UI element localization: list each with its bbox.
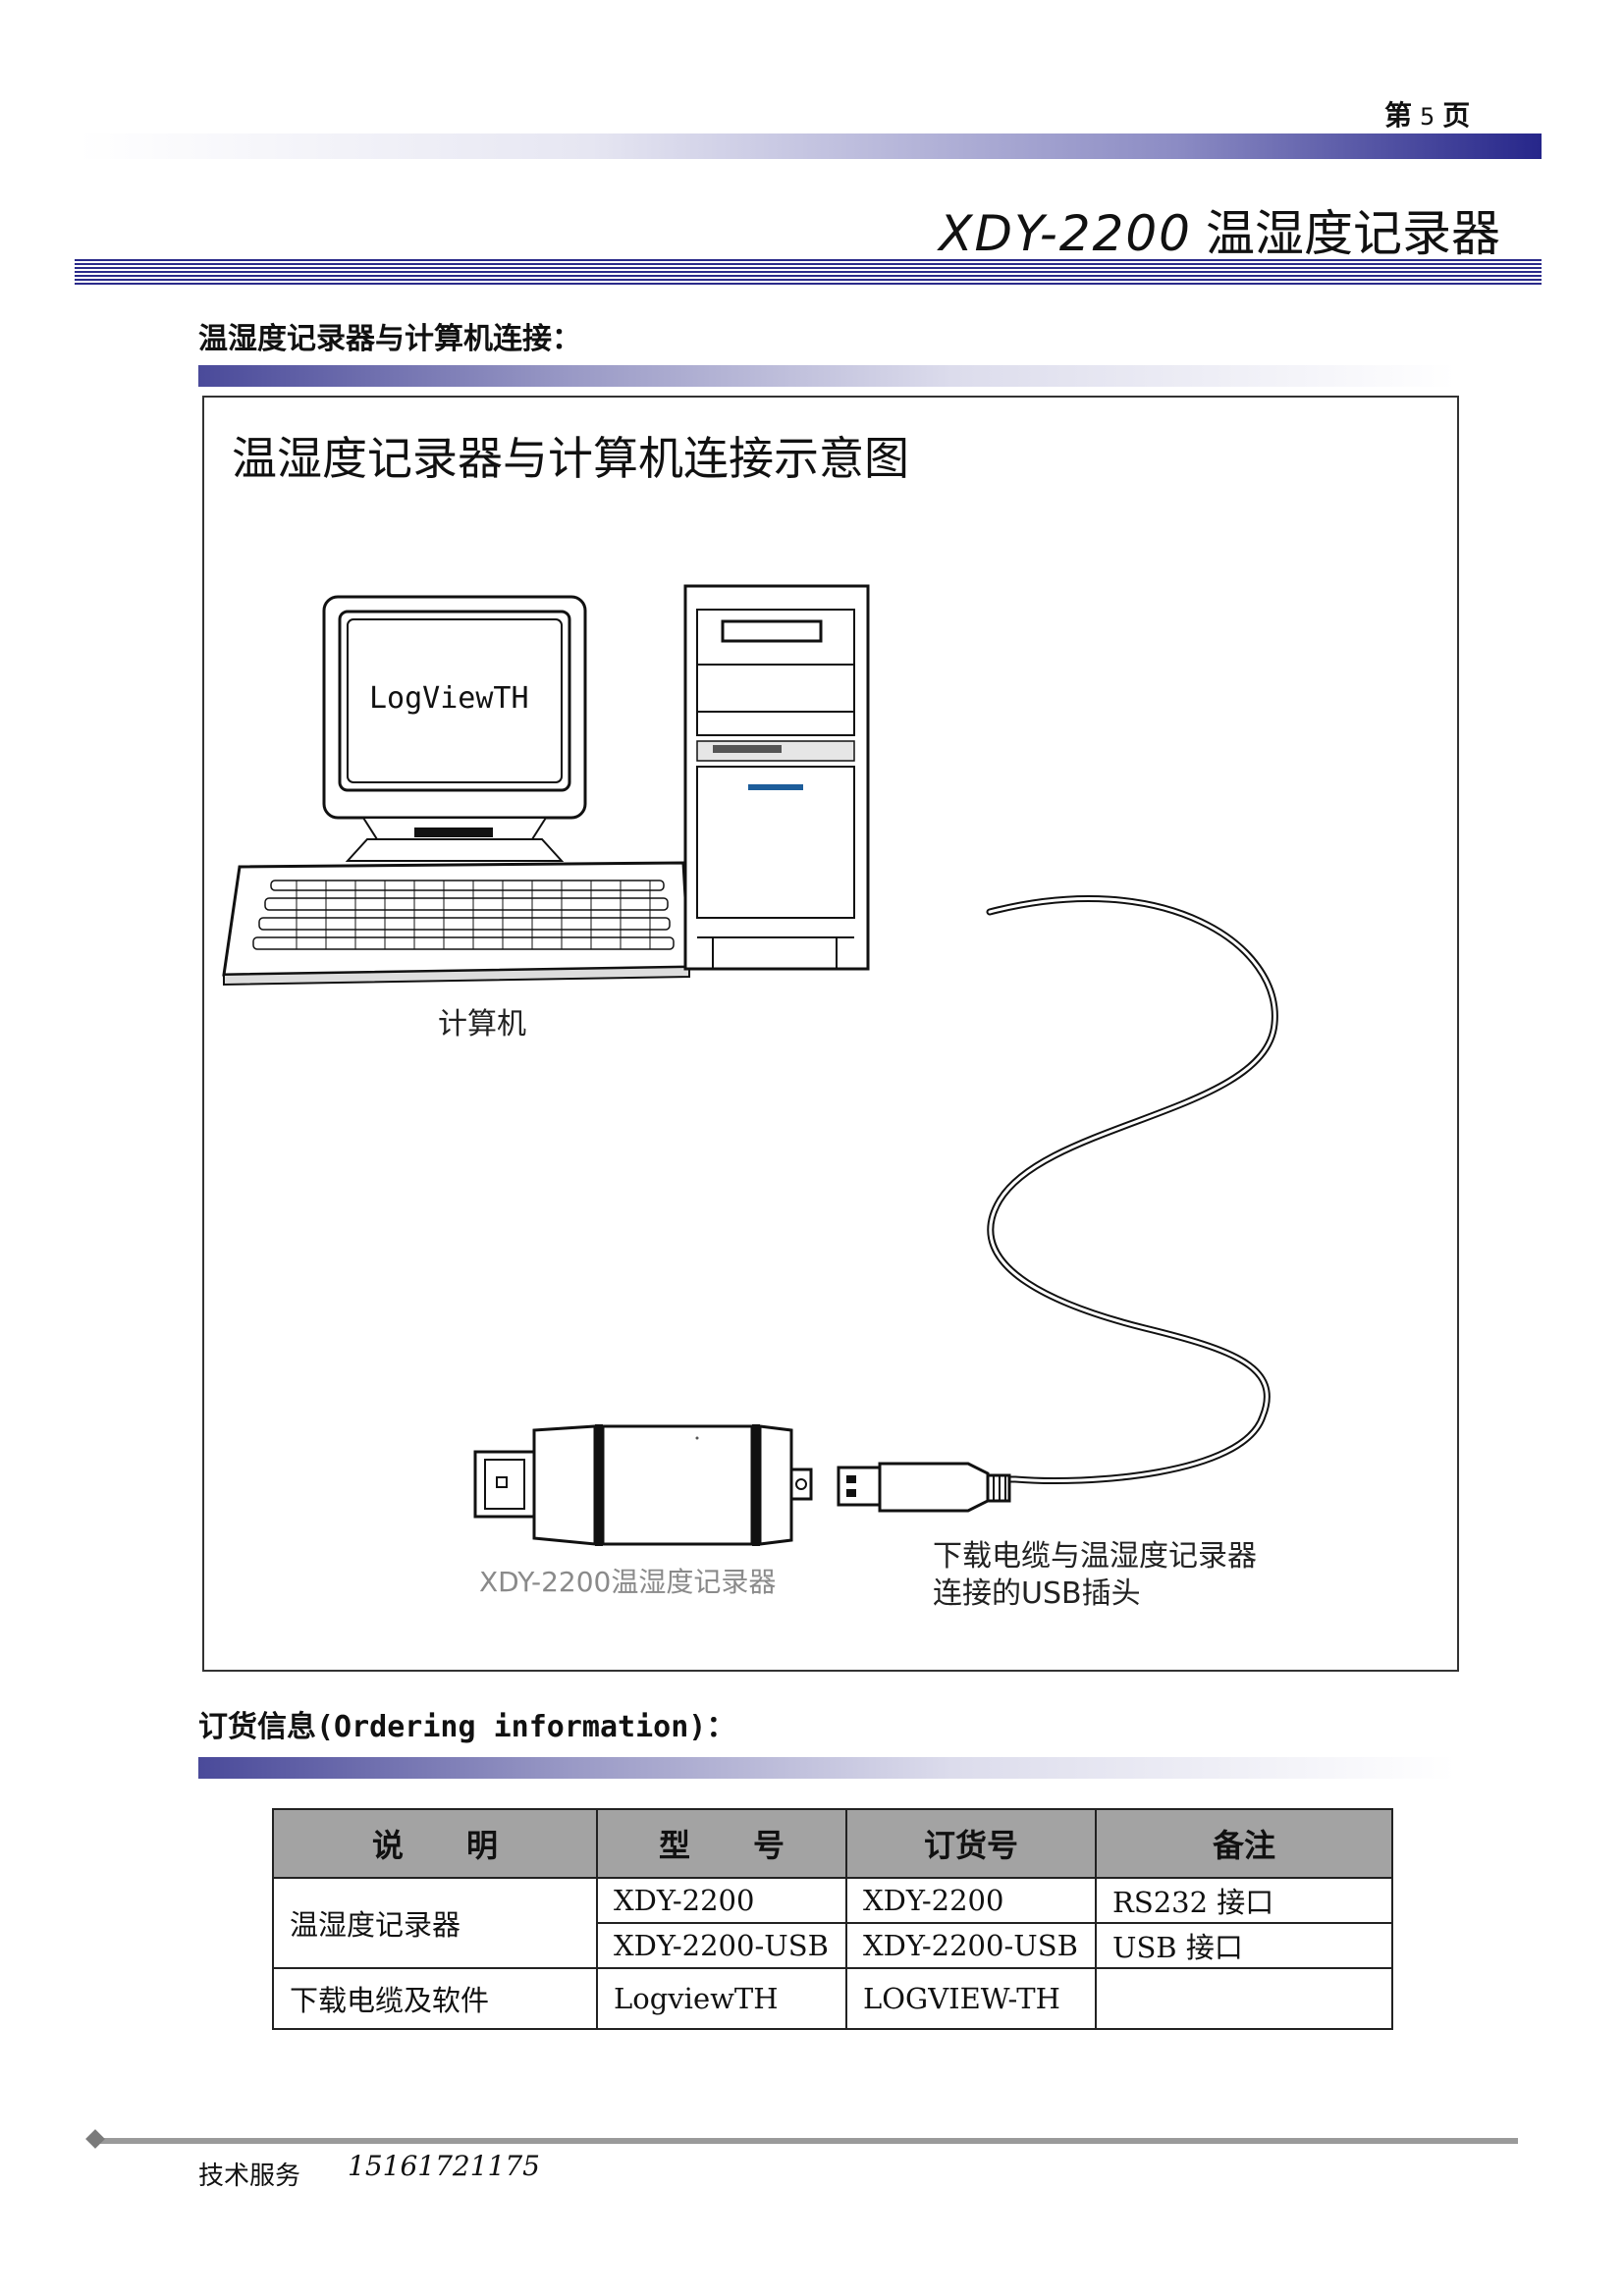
table-cell: 下载电缆及软件 [272,1967,598,2030]
keyboard-icon [222,861,691,987]
table-row: 下载电缆及软件 LogviewTH LOGVIEW-TH [272,1967,1393,2030]
model-name: XDY-2200 [939,205,1192,262]
ordering-heading: 订货信息(Ordering information)： [198,1710,736,1744]
table-header-row: 说 明 型 号 订货号 备注 [272,1808,1393,1879]
table-cell: USB 接口 [1095,1922,1393,1969]
usb-plug-icon [837,1462,1011,1513]
table-cell: XDY-2200 [845,1877,1097,1924]
computer-label: 计算机 [438,1007,526,1041]
table-cell [1095,1967,1393,2030]
diagram-frame [202,396,1459,1672]
table-cell: RS232 接口 [1095,1877,1393,1924]
device-label: XDY-2200温湿度记录器 [479,1566,776,1598]
table-cell: XDY-2200-USB [845,1922,1097,1969]
section-bar [198,1757,1455,1779]
monitor-icon [322,595,587,862]
ordering-table: 说 明 型 号 订货号 备注 温湿度记录器 XDY-2200 XDY-2200 … [272,1808,1393,2030]
data-logger-icon [473,1424,813,1546]
table-row: XDY-2200-USB XDY-2200-USB USB 接口 [273,1922,1393,1969]
column-header: 备注 [1095,1808,1393,1879]
footer-label: 技术服务 [198,2162,301,2191]
product-name: 温湿度记录器 [1206,205,1500,262]
column-header: 型 号 [596,1808,847,1879]
connection-diagram: 温湿度记录器与计算机连接示意图 LogViewTH [222,432,1278,1611]
title-rule [75,259,1542,285]
column-header: 说 明 [272,1808,598,1879]
section-bar [198,365,1455,387]
column-header: 订货号 [845,1808,1097,1879]
table-cell: LogviewTH [596,1967,847,2030]
diagram-title: 温湿度记录器与计算机连接示意图 [232,432,909,485]
footer-rule [94,2138,1518,2144]
table-row: 温湿度记录器 XDY-2200 XDY-2200 RS232 接口 [272,1877,1393,1969]
footer-phone: 15161721175 [348,2150,540,2182]
table-cell: 温湿度记录器 [272,1877,598,1969]
connection-heading: 温湿度记录器与计算机连接： [198,322,581,356]
plug-label-line1: 下载电缆与温湿度记录器 [933,1539,1257,1574]
screen-text: LogViewTH [369,681,529,716]
table-cell: XDY-2200 [596,1877,847,1924]
table-cell: XDY-2200-USB [596,1922,847,1969]
header-gradient-bar [79,133,1542,159]
table-cell: LOGVIEW-TH [845,1967,1097,2030]
computer-tower-icon [683,584,870,971]
diamond-icon [85,2129,105,2149]
usb-cable-icon [986,895,1278,1485]
plug-label-line2: 连接的USB插头 [933,1576,1141,1611]
